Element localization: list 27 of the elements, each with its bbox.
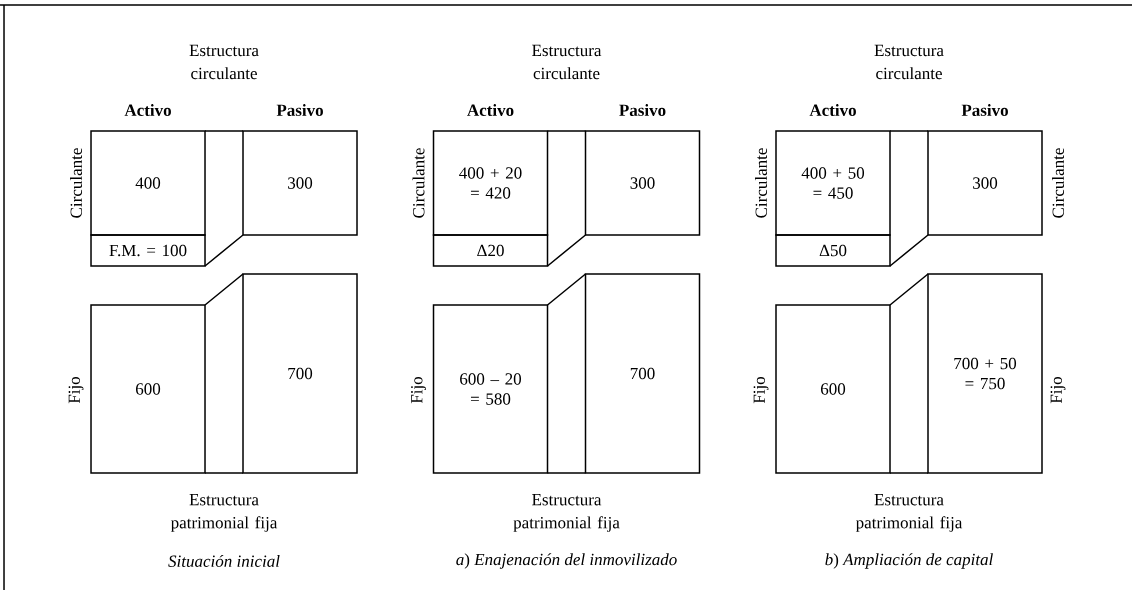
working-capital-box: Δ50: [775, 234, 891, 267]
row-label: Circulante: [70, 148, 82, 218]
working-capital-box: F.M. = 100: [90, 234, 206, 267]
value-box: 600 – 20 = 580: [432, 304, 549, 474]
section-heading: Estructura circulante: [532, 44, 602, 80]
value-box: 400 + 50 = 450: [775, 130, 891, 236]
section-heading: Estructura patrimonial fija: [170, 494, 278, 532]
value-box: 700: [584, 273, 701, 474]
value-box: 300: [927, 130, 1043, 236]
value-box: 400 + 20 = 420: [432, 130, 549, 236]
section-heading: Estructura circulante: [874, 44, 944, 80]
section-heading: Estructura patrimonial fija: [513, 494, 620, 532]
caption: b) Ampliación de capital: [825, 553, 993, 569]
row-label: Circulante: [755, 148, 767, 218]
working-capital-box: Δ20: [432, 234, 549, 267]
value-box: 400: [90, 130, 206, 236]
value-box: 700 + 50 = 750: [927, 273, 1043, 474]
section-heading: Estructura patrimonial fija: [855, 494, 963, 532]
caption: Situación inicial: [168, 555, 280, 567]
row-label: Circulante: [412, 148, 425, 218]
value-box: 600: [775, 304, 891, 474]
value-box: 300: [584, 130, 701, 236]
value-box: 700: [242, 273, 358, 474]
caption: a) Enajenación del inmovilizado: [456, 553, 677, 569]
value-box: 300: [242, 130, 358, 236]
section-heading: Estructura circulante: [189, 44, 259, 80]
value-box: 600: [90, 304, 206, 474]
